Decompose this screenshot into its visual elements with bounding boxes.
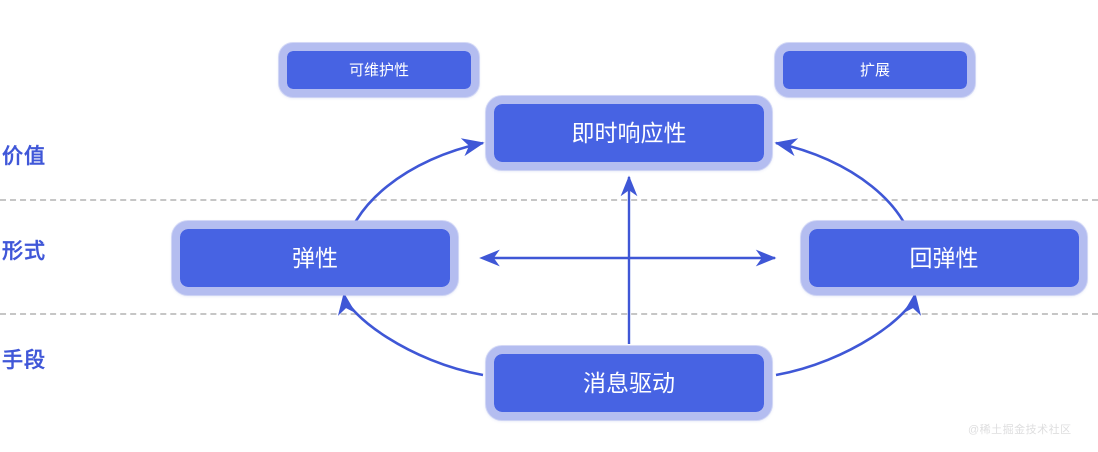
- node-message-driven[interactable]: 消息驱动: [486, 346, 772, 420]
- row-label-value: 价值: [2, 145, 46, 168]
- connector-message-driven-to-resilience: [775, 292, 922, 377]
- node-extensibility[interactable]: 扩展: [775, 43, 975, 97]
- node-resilience[interactable]: 回弹性: [801, 221, 1087, 295]
- node-label-resilience: 回弹性: [909, 244, 979, 271]
- node-maintainability[interactable]: 可维护性: [279, 43, 479, 97]
- node-label-extensibility: 扩展: [859, 61, 890, 79]
- node-elasticity[interactable]: 弹性: [172, 221, 458, 295]
- watermark: @稀土掘金技术社区: [968, 424, 1072, 436]
- row-label-form: 形式: [2, 240, 46, 263]
- node-label-elasticity: 弹性: [292, 244, 338, 271]
- divider-value-form: [0, 199, 1098, 201]
- node-label-maintainability: 可维护性: [348, 61, 409, 79]
- node-label-responsiveness: 即时响应性: [571, 119, 687, 146]
- connector-message-driven-to-elasticity: [337, 292, 484, 377]
- node-responsiveness[interactable]: 即时响应性: [486, 96, 772, 170]
- divider-form-means: [0, 313, 1098, 315]
- row-label-means: 手段: [2, 349, 46, 372]
- node-label-message-driven: 消息驱动: [583, 369, 675, 396]
